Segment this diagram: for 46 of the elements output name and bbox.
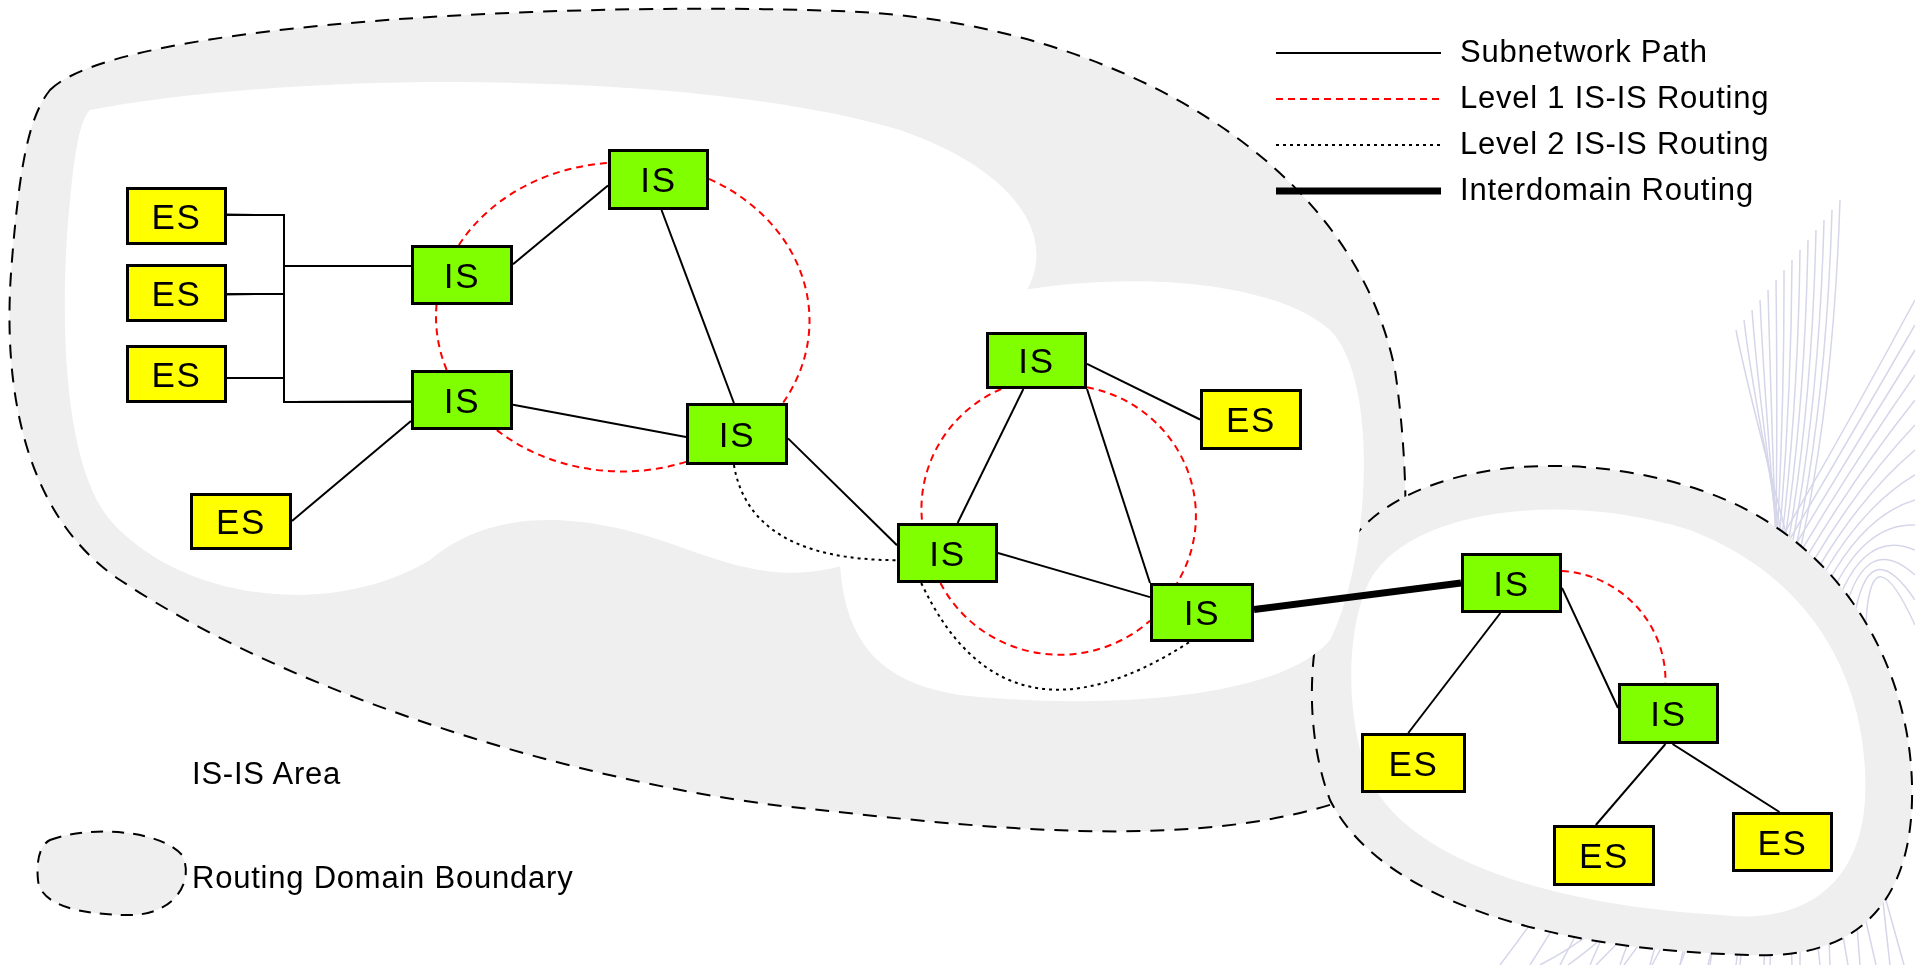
legend-text: Routing Domain Boundary: [192, 862, 574, 893]
intermediate-system-box: IS: [986, 332, 1087, 389]
connector-line: [708, 177, 811, 404]
area-label: IS-IS Area: [192, 758, 342, 789]
end-system-box: ES: [126, 187, 227, 245]
connector-line: [1594, 743, 1667, 826]
end-system-box: ES: [1361, 733, 1466, 793]
connector-line: [457, 162, 609, 246]
intermediate-system-box: IS: [411, 245, 513, 305]
legend-text: Level 2 IS-IS Routing: [1460, 128, 1770, 159]
end-system-box: ES: [126, 264, 227, 322]
connector-line: [660, 209, 735, 404]
connector-line: [512, 403, 687, 439]
connector-line: [435, 304, 448, 371]
intermediate-system-box: IS: [1150, 583, 1254, 642]
connector-line: [1561, 586, 1619, 709]
intermediate-system-box: IS: [686, 403, 788, 465]
end-system-box: ES: [1553, 825, 1655, 886]
connector-line: [291, 420, 412, 522]
intermediate-system-box: IS: [411, 370, 513, 430]
end-system-box: ES: [1200, 389, 1302, 450]
connector-line: [1086, 388, 1151, 584]
connector-line: [495, 429, 687, 473]
connector-line: [787, 437, 898, 547]
connector-line: [512, 184, 609, 266]
legend-text: Interdomain Routing: [1460, 174, 1754, 205]
connector-line: [1086, 386, 1197, 584]
connector-line: [732, 464, 898, 562]
intermediate-system-box: IS: [1461, 553, 1562, 613]
intermediate-system-box: IS: [1618, 683, 1719, 744]
connector-line: [1407, 612, 1502, 734]
intermediate-system-box: IS: [608, 149, 709, 210]
connector-line: [939, 582, 1151, 656]
legend-text: Subnetwork Path: [1460, 36, 1708, 67]
connector-line: [226, 377, 412, 403]
end-system-box: ES: [190, 493, 292, 550]
end-system-box: ES: [1732, 812, 1833, 872]
intermediate-system-box: IS: [897, 523, 998, 583]
connector-line: [1086, 362, 1201, 421]
connector-line: [956, 388, 1025, 524]
end-system-box: ES: [126, 345, 227, 403]
connector-line: [920, 582, 1191, 691]
connector-line: [1671, 743, 1781, 813]
legend-text: Level 1 IS-IS Routing: [1460, 82, 1770, 113]
connector-line: [997, 552, 1151, 599]
connector-line: [1253, 579, 1462, 614]
